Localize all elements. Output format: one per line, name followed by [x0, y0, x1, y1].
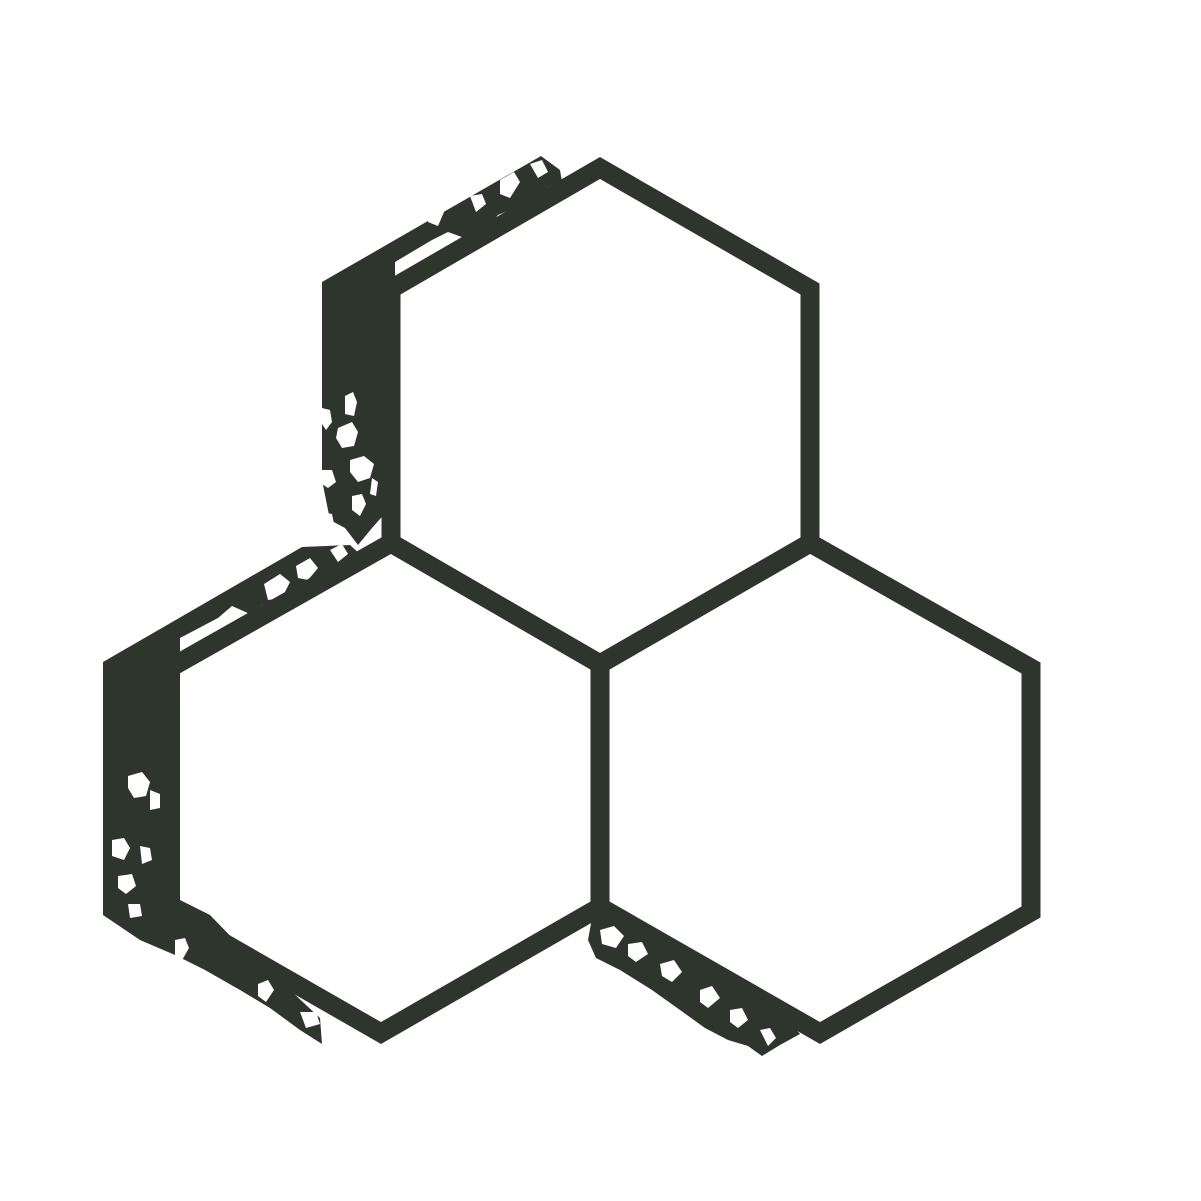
speck: [128, 904, 142, 918]
hexagon-bottom-left: [160, 532, 610, 1044]
speck: [296, 558, 318, 580]
speck: [330, 544, 348, 562]
hexagon-bottom-right: [590, 532, 1041, 1044]
speck: [150, 790, 160, 810]
speck: [628, 942, 648, 962]
speck: [530, 160, 548, 178]
speck: [336, 422, 358, 448]
speck: [118, 874, 136, 894]
distress-specks: [112, 160, 776, 1046]
speck: [600, 926, 624, 948]
speck: [500, 172, 520, 198]
speck: [345, 392, 357, 416]
speck: [322, 512, 334, 526]
speck: [350, 456, 374, 482]
speck: [700, 986, 720, 1008]
speck: [322, 470, 336, 488]
speck: [352, 494, 366, 516]
speck: [470, 194, 486, 212]
speck: [760, 1028, 776, 1046]
speck: [175, 938, 189, 962]
speck: [322, 408, 332, 430]
speck: [258, 980, 274, 1002]
speck: [428, 204, 444, 226]
speck: [112, 838, 130, 860]
speck: [128, 772, 150, 798]
speck: [730, 1008, 748, 1028]
hexagon-outlines: [160, 157, 1041, 1044]
speck: [300, 1012, 320, 1028]
speck: [660, 960, 682, 982]
speck: [140, 846, 152, 864]
speck: [370, 478, 378, 496]
